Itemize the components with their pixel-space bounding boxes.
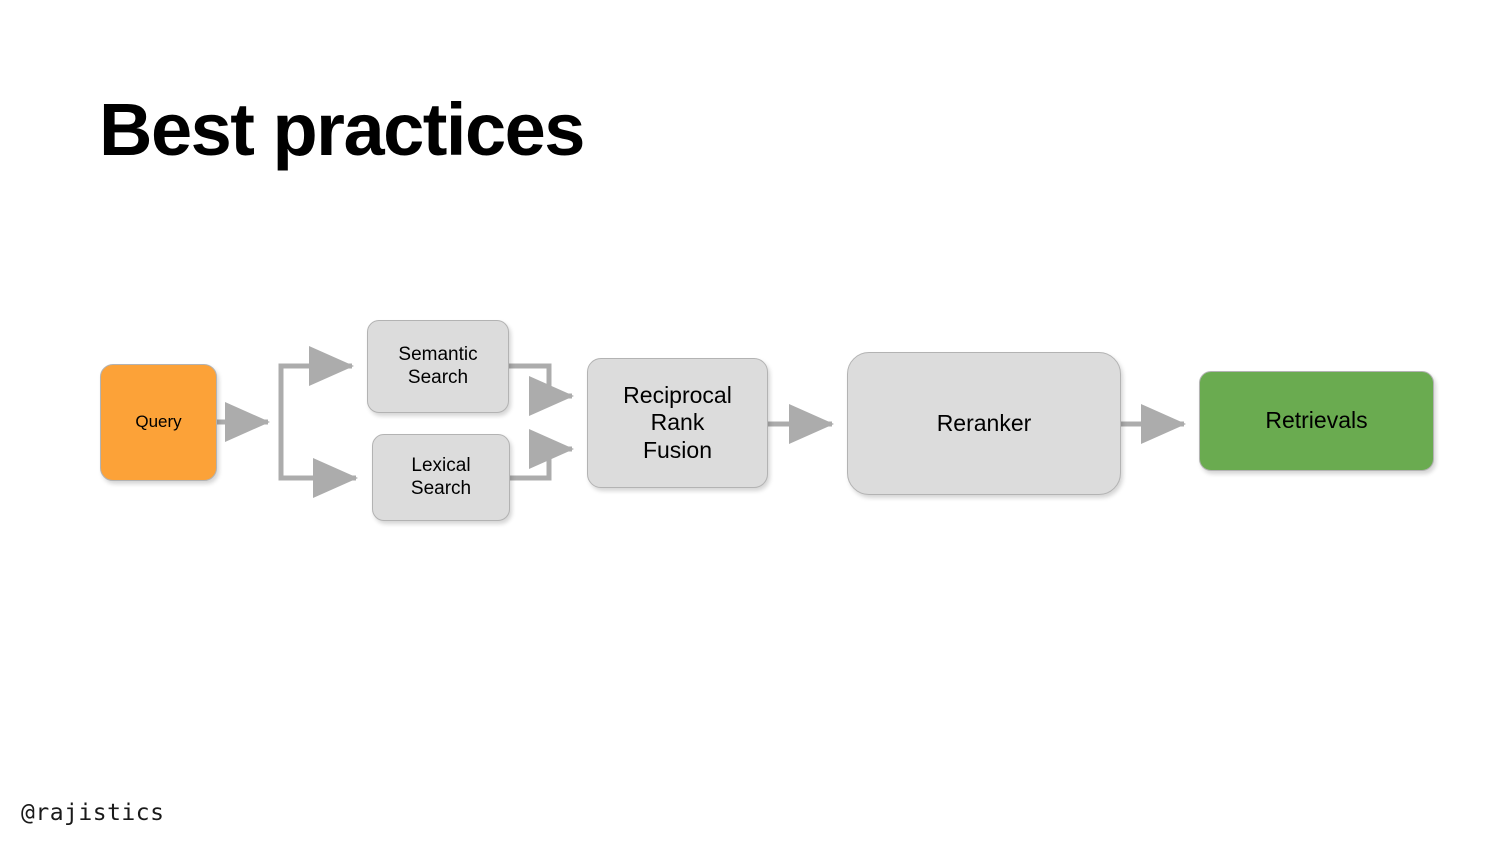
node-lexical-search[interactable]: Lexical Search	[372, 434, 510, 521]
node-retrievals-label: Retrievals	[1265, 407, 1368, 434]
node-lexical-search-label-line2: Search	[410, 477, 472, 499]
node-rrf-label-line3: Fusion	[642, 436, 713, 463]
node-rrf-label-line2: Rank	[650, 409, 705, 436]
node-semantic-search-label-line2: Search	[407, 366, 469, 388]
watermark-handle: @rajistics	[21, 800, 165, 826]
node-semantic-search-label-line1: Semantic	[398, 344, 478, 366]
node-retrievals[interactable]: Retrievals	[1199, 371, 1434, 471]
node-rrf-label-line1: Reciprocal	[623, 382, 732, 409]
node-reciprocal-rank-fusion[interactable]: Reciprocal Rank Fusion	[587, 358, 768, 488]
node-query[interactable]: Query	[100, 364, 217, 481]
page-title: Best practices	[99, 88, 585, 171]
node-semantic-search-label: Semantic Search	[398, 344, 477, 389]
node-lexical-search-label: Lexical Search	[411, 455, 471, 500]
node-query-label: Query	[135, 412, 182, 432]
node-semantic-search[interactable]: Semantic Search	[367, 320, 509, 413]
node-reranker-label: Reranker	[936, 409, 1032, 436]
edge-semantic-search-to-rrf	[509, 363, 574, 416]
node-reciprocal-rank-fusion-label: Reciprocal Rank Fusion	[623, 382, 732, 463]
node-lexical-search-label-line1: Lexical	[411, 455, 471, 477]
node-reranker[interactable]: Reranker	[847, 352, 1121, 495]
edge-lexical-search-to-rrf	[510, 429, 574, 481]
